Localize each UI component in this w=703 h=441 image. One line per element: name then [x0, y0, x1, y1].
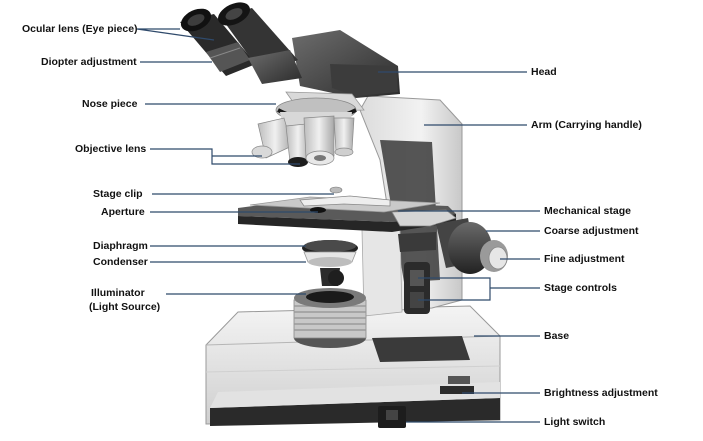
illuminator-shape: [293, 288, 367, 348]
label-nose-piece: Nose piece: [82, 98, 138, 110]
condenser-shape: [302, 240, 358, 286]
label-ocular-lens: Ocular lens (Eye piece): [22, 23, 138, 35]
objectives-shape: [251, 115, 355, 167]
label-brightness-adjustment: Brightness adjustment: [544, 387, 658, 399]
stage-shape: [238, 186, 457, 232]
label-mechanical-stage: Mechanical stage: [544, 205, 631, 217]
label-stage-controls: Stage controls: [544, 282, 617, 294]
leader-stage-controls: [418, 277, 540, 301]
label-base: Base: [544, 330, 570, 342]
label-diaphragm: Diaphragm: [93, 240, 148, 252]
leader-ocular: [136, 28, 215, 41]
eyepieces-shape: [180, 2, 302, 84]
label-aperture: Aperture: [101, 206, 145, 218]
label-illuminator-sub: (Light Source): [89, 301, 161, 313]
leader-objective: [150, 148, 300, 165]
label-illuminator: Illuminator: [91, 287, 145, 299]
label-coarse-adjustment: Coarse adjustment: [544, 225, 639, 237]
label-head: Head: [531, 66, 557, 78]
label-arm: Arm (Carrying handle): [531, 119, 642, 131]
focus-knobs-shape: [398, 218, 508, 314]
label-light-switch: Light switch: [544, 416, 606, 428]
leader-lines: [136, 28, 540, 423]
base-shape: [205, 305, 501, 428]
label-stage-clip: Stage clip: [93, 188, 143, 200]
label-diopter-adjustment: Diopter adjustment: [41, 56, 137, 68]
label-fine-adjustment: Fine adjustment: [544, 253, 625, 265]
label-condenser: Condenser: [93, 256, 148, 268]
label-objective-lens: Objective lens: [75, 143, 147, 155]
